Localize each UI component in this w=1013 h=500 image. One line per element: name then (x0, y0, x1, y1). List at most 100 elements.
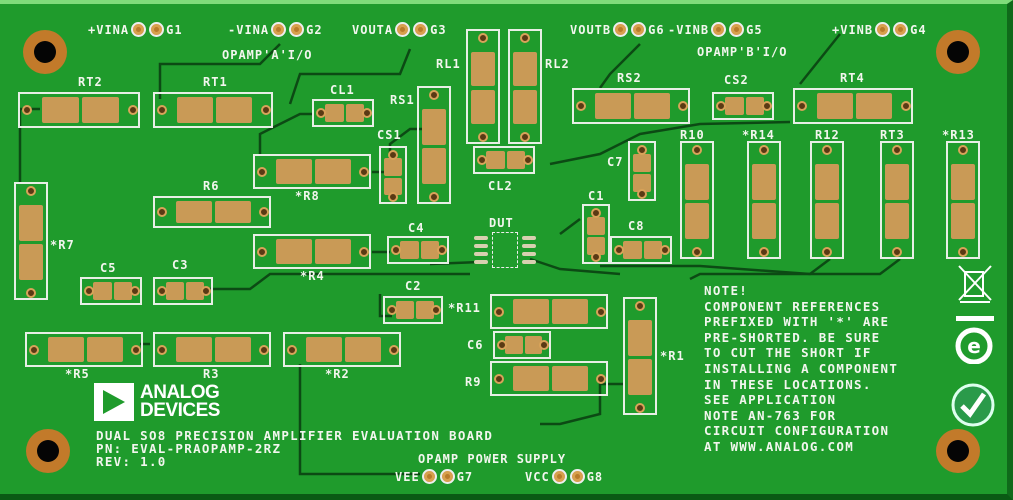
g8-label: G8 (586, 469, 604, 484)
through-hole (660, 245, 670, 255)
component-r13-footprint (946, 141, 980, 259)
dut-pin (522, 236, 536, 240)
through-hole (387, 305, 397, 315)
note-heading: NOTE! (704, 283, 749, 298)
solder-pad (215, 337, 251, 362)
board-title: DUAL SO8 PRECISION AMPLIFIER EVALUATION … (96, 428, 494, 443)
component-dut-footprint (474, 232, 536, 268)
component-rs1-footprint (417, 86, 451, 204)
header-pin[interactable] (569, 469, 585, 484)
component-c8-label: C8 (628, 219, 645, 233)
header-pin[interactable] (711, 22, 727, 37)
component-cs1-label: CS1 (377, 128, 402, 142)
through-hole (201, 286, 211, 296)
header-pin[interactable] (395, 22, 411, 37)
solder-pad (384, 158, 402, 176)
header-pin[interactable] (289, 22, 305, 37)
header-pin[interactable] (729, 22, 745, 37)
vee-header: VEE G7 (395, 469, 473, 484)
through-hole (131, 344, 141, 355)
through-hole (497, 340, 507, 350)
component-cl2-footprint (473, 146, 535, 174)
component-c6-label: C6 (467, 338, 484, 352)
component-r12-label: R12 (815, 128, 840, 142)
through-hole (759, 145, 769, 155)
header-pin[interactable] (875, 22, 891, 37)
component-r6-footprint (153, 196, 271, 228)
solder-pad (395, 301, 414, 319)
solder-pad (176, 337, 212, 362)
through-hole (637, 189, 647, 199)
component-r4-footprint (253, 234, 371, 269)
header-pin[interactable] (551, 469, 567, 484)
header-pin[interactable] (413, 22, 429, 37)
through-hole (494, 306, 504, 317)
ground-label: G2 (306, 22, 323, 37)
header-pin[interactable] (271, 22, 287, 37)
through-hole (892, 247, 902, 257)
header-pin[interactable] (613, 22, 629, 37)
component-rl2-label: RL2 (545, 57, 570, 71)
solder-pad (725, 97, 744, 115)
through-hole (259, 207, 269, 217)
dut-pin (522, 244, 536, 248)
ground-label: G4 (910, 22, 927, 37)
solder-pad (422, 109, 446, 145)
header-pin[interactable] (131, 22, 147, 37)
solder-pad (345, 337, 381, 362)
header-pin[interactable] (421, 469, 437, 484)
dut-outline (492, 232, 518, 268)
through-hole (437, 245, 447, 255)
note-line: NOTE AN-763 FOR (704, 407, 837, 423)
component-r7-label: *R7 (50, 238, 75, 252)
board-title-block: DUAL SO8 PRECISION AMPLIFIER EVALUATION … (96, 429, 493, 468)
solder-pad (815, 164, 839, 200)
through-hole (635, 301, 645, 311)
through-hole (259, 344, 269, 355)
through-hole (29, 344, 39, 355)
through-hole (591, 208, 601, 218)
solder-pad (415, 301, 434, 319)
solder-pad (176, 97, 213, 123)
opamp-a-io-label: OPAMP'A'I/O (222, 48, 313, 62)
component-r9-label: R9 (465, 375, 482, 389)
component-r10-label: R10 (680, 128, 705, 142)
component-r6-label: R6 (203, 179, 220, 193)
solder-pad (276, 239, 312, 264)
solder-pad (216, 97, 253, 123)
solder-pad (552, 299, 588, 324)
solder-pad (685, 203, 709, 239)
through-hole (359, 166, 369, 177)
component-c4-footprint (387, 236, 449, 264)
component-c3-label: C3 (172, 258, 189, 272)
component-r3-label: R3 (203, 367, 220, 381)
solder-pad (315, 239, 351, 264)
solder-pad (685, 164, 709, 200)
logo-line2: DEVICES (140, 400, 220, 421)
header-pin[interactable] (893, 22, 909, 37)
mounting-hole (23, 30, 67, 74)
solder-pad (505, 336, 523, 354)
component-r11-footprint (490, 294, 608, 329)
through-hole (494, 373, 504, 384)
through-hole (257, 246, 267, 257)
solder-pad (422, 148, 446, 184)
note-line: COMPONENT REFERENCES (704, 298, 881, 314)
solder-pad (41, 97, 79, 123)
header-pin[interactable] (631, 22, 647, 37)
component-rs1-label: RS1 (390, 93, 415, 107)
through-hole (478, 132, 488, 142)
component-rt1-label: RT1 (203, 75, 228, 89)
note-line: PRE-SHORTED. BE SURE (704, 329, 881, 345)
header-pin[interactable] (439, 469, 455, 484)
through-hole (576, 101, 586, 111)
solder-pad (176, 201, 212, 223)
ground-label: G3 (430, 22, 447, 37)
through-hole (759, 247, 769, 257)
header-pin[interactable] (149, 22, 165, 37)
solder-pad (315, 159, 351, 184)
component-r1-footprint (623, 297, 657, 415)
solder-pad (48, 337, 84, 362)
through-hole (22, 105, 32, 115)
